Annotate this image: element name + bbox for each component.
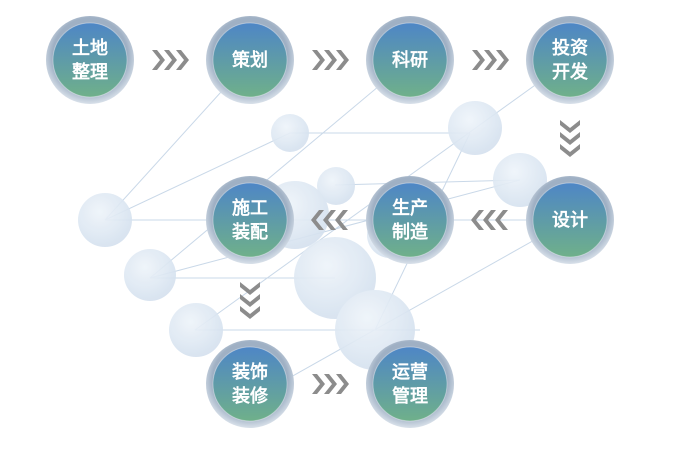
node-circle (372, 346, 448, 422)
node-label: 设计 (552, 209, 588, 231)
node-circle (212, 22, 288, 98)
chevron-right-icon (152, 50, 189, 70)
chevron-right-icon (312, 374, 349, 394)
node-circle (532, 22, 608, 98)
node-label: 运营 (392, 361, 428, 383)
node-label: 装饰 (232, 361, 268, 383)
flow-arrows (152, 50, 580, 394)
node-circle (212, 182, 288, 258)
chevron-down-icon (240, 282, 260, 319)
node-circle (372, 182, 448, 258)
node-label: 制造 (392, 221, 428, 243)
node-label: 科研 (392, 49, 428, 71)
node-circle (372, 22, 448, 98)
node-label: 装修 (232, 385, 269, 407)
node-design: 设计 (526, 176, 614, 264)
node-label: 施工 (232, 197, 268, 219)
background-lines (104, 59, 571, 401)
node-label: 管理 (392, 385, 428, 407)
node-circle (532, 182, 608, 258)
chevron-down-icon (560, 120, 580, 157)
flow-nodes: 土地整理策划科研投资开发设计生产制造施工装配装饰装修运营管理 (46, 16, 614, 428)
node-circle (212, 346, 288, 422)
node-label: 土地 (72, 37, 108, 59)
node-label: 投资 (552, 37, 588, 59)
chevron-right-icon (312, 50, 349, 70)
node-label: 装配 (232, 221, 268, 243)
chevron-left-icon (471, 210, 508, 230)
node-label: 策划 (232, 49, 268, 71)
chevron-right-icon (472, 50, 509, 70)
node-label: 整理 (71, 61, 108, 83)
node-label: 生产 (392, 197, 428, 219)
chevron-left-icon (311, 210, 348, 230)
node-label: 开发 (552, 61, 589, 83)
node-planning: 策划 (206, 16, 294, 104)
node-circle (52, 22, 128, 98)
node-research: 科研 (366, 16, 454, 104)
